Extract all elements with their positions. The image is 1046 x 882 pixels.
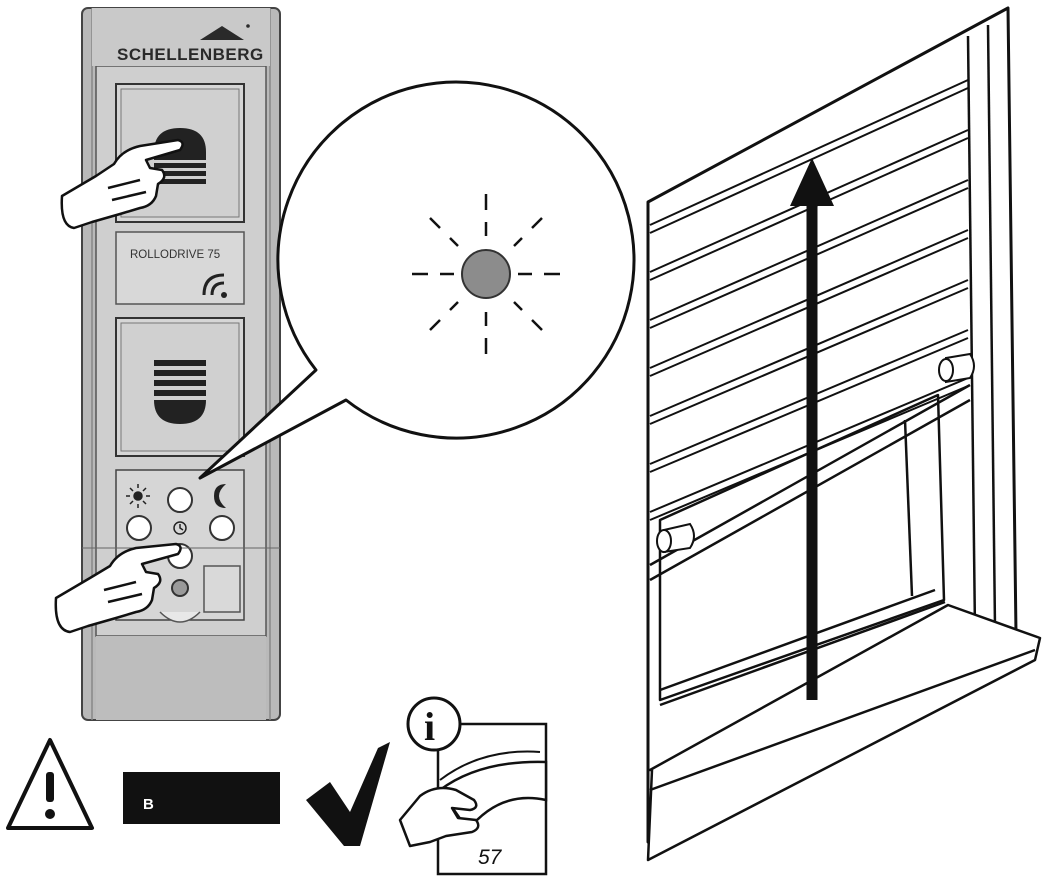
clock-icon [173,521,187,535]
auto-sun-button[interactable] [167,487,193,513]
hand-pointer-top [60,138,184,230]
hand-pointer-bottom [54,542,182,634]
shutter-down-icon [154,360,206,424]
sun-icon [126,484,150,508]
wireless-signal-icon [202,273,227,298]
moon-icon [214,484,226,508]
arrow-up-icon [790,158,834,700]
schellenberg-logo-icon [200,26,244,40]
page-number: 57 [478,846,503,869]
badge-label: B [143,796,154,813]
shutter-stopper-right [938,352,975,384]
down-button[interactable] [115,317,245,457]
info-icon: i [406,696,462,752]
hand-turning-page [398,786,480,848]
led-indicator [171,579,189,597]
brand-name: SCHELLENBERG [117,45,264,64]
battery-cover [203,565,241,613]
svg-text:i: i [424,704,435,749]
led-flashing-icon [412,194,560,354]
model-name: ROLLODRIVE 75 [130,249,220,261]
warning-triangle-icon [6,738,94,830]
roller-shutter-window [646,6,1042,862]
shutter-stopper-left [656,522,695,554]
left-button[interactable] [126,515,152,541]
warning-badge: B [123,772,280,824]
led-callout-bubble [198,80,636,480]
right-button[interactable] [209,515,235,541]
manual-reference: i 57 [398,696,548,876]
checkmark-icon [306,742,390,846]
